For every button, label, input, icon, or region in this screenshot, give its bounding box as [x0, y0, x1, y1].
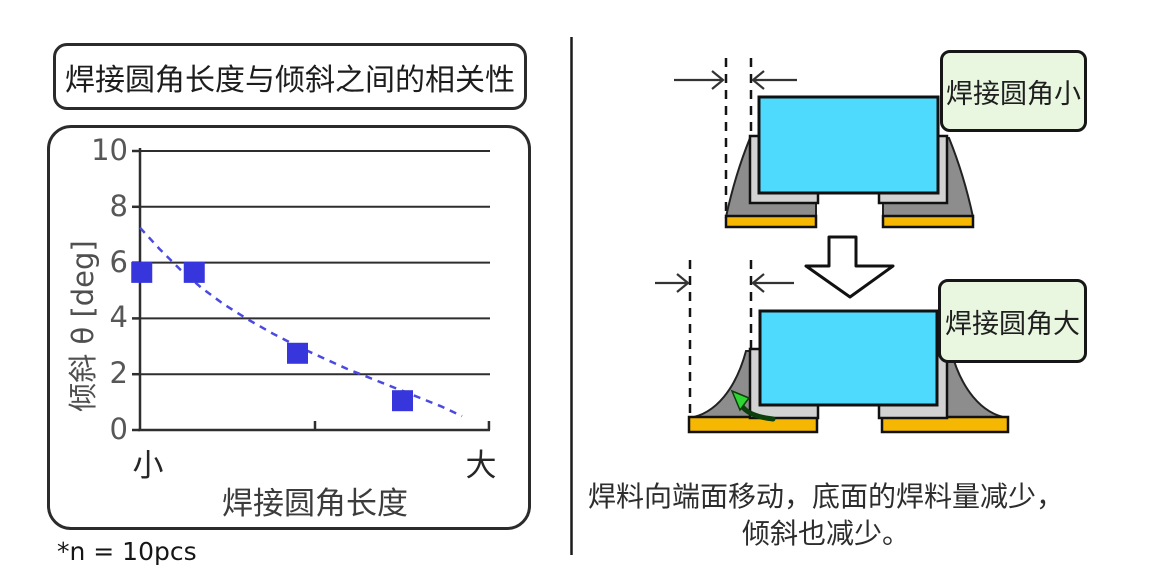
chart-title: 焊接圆角长度与倾斜之间的相关性 — [65, 62, 515, 98]
explanation-caption: 焊料向端面移动，底面的焊料量减少， 倾斜也减少。 — [570, 478, 1082, 552]
down-arrow-icon — [804, 235, 895, 299]
solder-flow-arrow-icon — [730, 389, 751, 412]
caption-line-2: 倾斜也减少。 — [741, 517, 910, 550]
x-tick-label-small: 小 — [132, 448, 164, 484]
measure-arrowhead-left-icon — [751, 273, 765, 293]
measure-arrowhead-right-icon — [711, 70, 725, 90]
label-large-fillet: 焊接圆角大 — [945, 308, 1080, 340]
measure-arrowhead-left-icon — [751, 70, 765, 90]
large-fillet-diagram — [655, 260, 1010, 434]
component-body — [758, 309, 939, 407]
label-small-fillet: 焊接圆角小 — [946, 78, 1081, 110]
x-axis-title: 焊接圆角长度 — [222, 486, 408, 522]
measure-arrowhead-right-icon — [676, 273, 690, 293]
data-point — [183, 261, 205, 283]
data-point — [131, 261, 153, 283]
chart-title-box: 焊接圆角长度与倾斜之间的相关性 — [53, 43, 527, 110]
data-point — [392, 390, 413, 412]
x-tick-label-large: 大 — [465, 448, 497, 484]
pcb-pad-right — [881, 214, 975, 229]
small-fillet-diagram — [674, 58, 975, 229]
diagram-panel: 焊接圆角小 焊接圆角大 焊料向端面移动，底面的焊料量减少， 倾斜也减少。 — [570, 0, 1153, 580]
scatter-plot — [131, 148, 491, 432]
pcb-pad-left — [724, 214, 818, 229]
fillet-diagrams — [570, 37, 1010, 555]
caption-line-1: 焊料向端面移动，底面的焊料量减少， — [587, 480, 1064, 513]
label-box-large-fillet: 焊接圆角大 — [938, 279, 1087, 363]
label-box-small-fillet: 焊接圆角小 — [940, 50, 1087, 132]
component-body — [757, 95, 940, 195]
data-point — [287, 342, 308, 364]
trendline — [139, 226, 463, 418]
y-axis-title: 倾斜 θ [deg] — [66, 240, 100, 412]
sample-size-note: *n = 10pcs — [57, 537, 197, 566]
